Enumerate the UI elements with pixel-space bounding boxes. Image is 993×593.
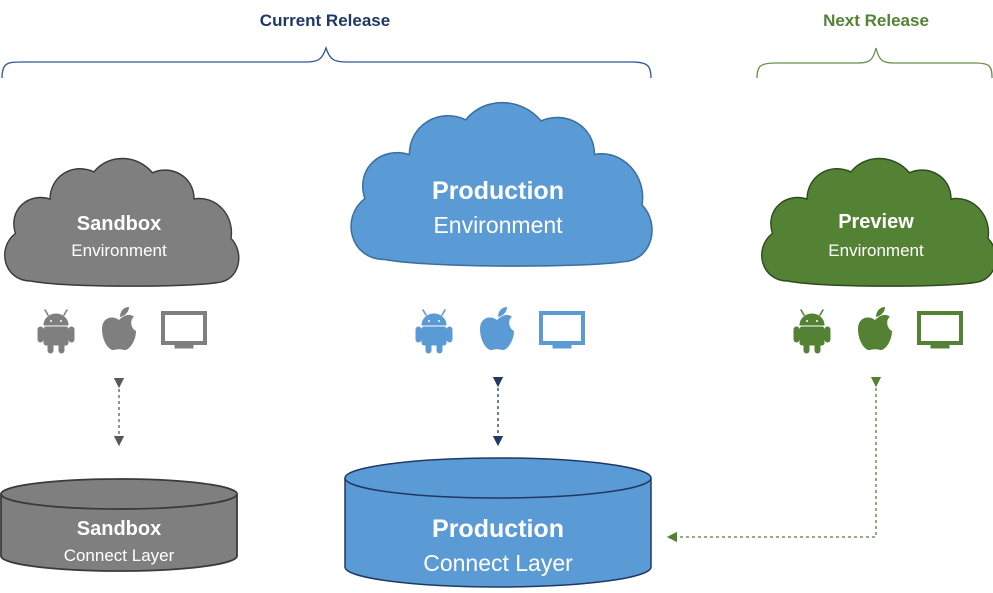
current-release-header: Current Release	[260, 11, 390, 30]
preview-environment-subtitle: Environment	[828, 241, 924, 260]
sandbox-environment-title: Sandbox	[77, 213, 161, 235]
monitor-icon	[917, 311, 963, 350]
sandbox-connect-layer-database: Sandbox Connect Layer	[0, 478, 238, 572]
monitor-icon	[539, 311, 585, 350]
production-connect-layer-title: Production	[432, 515, 564, 543]
production-connect-layer-subtitle: Connect Layer	[423, 550, 573, 576]
apple-icon	[480, 307, 514, 351]
sandbox-platform-icons	[37, 307, 207, 354]
production-environment-subtitle: Environment	[433, 212, 563, 238]
monitor-icon	[161, 311, 207, 350]
android-icon	[415, 309, 453, 354]
sandbox-environment-subtitle: Environment	[71, 241, 167, 260]
next-release-brace	[756, 47, 993, 79]
current-release-brace	[1, 45, 652, 79]
next-release-header: Next Release	[823, 11, 929, 30]
production-environment-title: Production	[432, 177, 564, 205]
android-icon	[793, 309, 831, 354]
apple-icon	[858, 307, 892, 351]
preview-to-production-arrow	[666, 376, 882, 543]
production-environment-cloud: Production Environment	[350, 101, 653, 267]
production-platform-icons	[415, 307, 585, 354]
sandbox-environment-cloud: Sandbox Environment	[3, 157, 240, 287]
android-icon	[37, 309, 75, 354]
preview-environment-title: Preview	[838, 211, 914, 233]
preview-platform-icons	[793, 307, 963, 354]
sandbox-connect-layer-title: Sandbox	[77, 518, 161, 540]
preview-environment-cloud: Preview Environment	[760, 157, 993, 287]
apple-icon	[102, 307, 136, 351]
sandbox-connect-layer-subtitle: Connect Layer	[64, 546, 175, 565]
production-connect-layer-database: Production Connect Layer	[344, 457, 652, 588]
